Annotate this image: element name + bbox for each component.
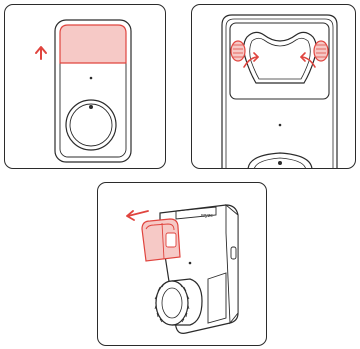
step-3-illustration: wyze: [98, 183, 267, 346]
step-2-panel: [191, 4, 356, 169]
pulled-module: [142, 219, 180, 261]
up-arrow-icon: [36, 47, 46, 59]
step-3-panel: wyze: [97, 182, 267, 346]
step-1-panel: [4, 4, 166, 169]
left-clip-icon: [231, 41, 245, 61]
top-cover-highlight: [60, 25, 126, 63]
knob-marker: [278, 161, 282, 165]
indicator-dot: [279, 124, 282, 127]
indicator-dot: [90, 77, 93, 80]
knob-3d: [155, 279, 202, 325]
knob-marker: [89, 105, 93, 109]
step-1-illustration: [5, 5, 166, 169]
side-button: [231, 247, 236, 259]
left-arrow-icon: [127, 211, 148, 220]
right-clip-icon: [314, 41, 328, 61]
indicator-dot: [189, 262, 192, 265]
step-2-illustration: [192, 5, 356, 169]
device-logo-text: wyze: [200, 213, 213, 219]
